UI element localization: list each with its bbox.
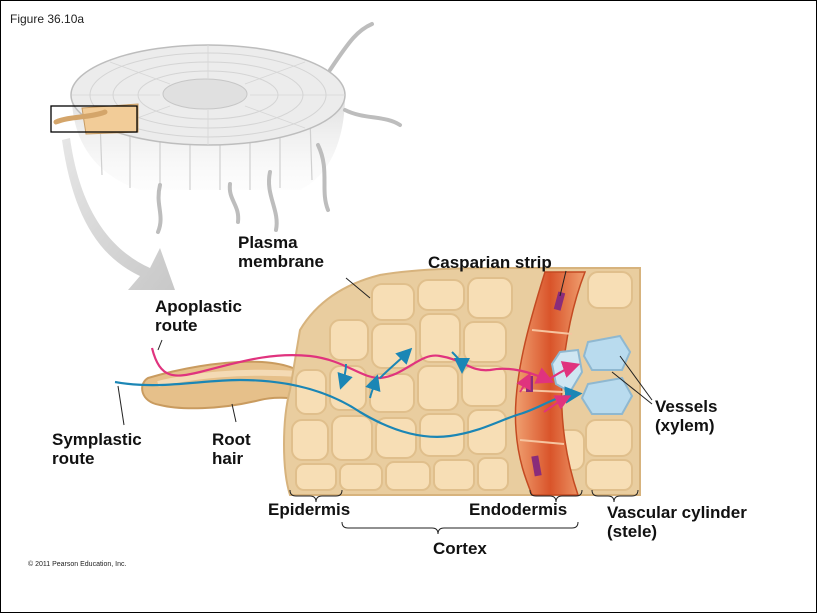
root-cross-section xyxy=(51,24,400,232)
label-epidermis: Epidermis xyxy=(268,500,350,519)
label-apoplastic-route: Apoplastic route xyxy=(155,297,242,335)
label-vascular-cylinder: Vascular cylinder (stele) xyxy=(607,503,747,541)
label-root-hair: Root hair xyxy=(212,430,251,468)
label-vessels: Vessels (xylem) xyxy=(655,397,717,435)
label-symplastic-route: Symplastic route xyxy=(52,430,142,468)
label-cortex: Cortex xyxy=(433,539,487,558)
figure-label: Figure 36.10a xyxy=(10,12,84,26)
label-plasma-membrane: Plasma membrane xyxy=(238,233,324,271)
copyright: © 2011 Pearson Education, Inc. xyxy=(28,561,126,568)
label-endodermis: Endodermis xyxy=(469,500,567,519)
label-casparian-strip: Casparian strip xyxy=(428,253,552,272)
